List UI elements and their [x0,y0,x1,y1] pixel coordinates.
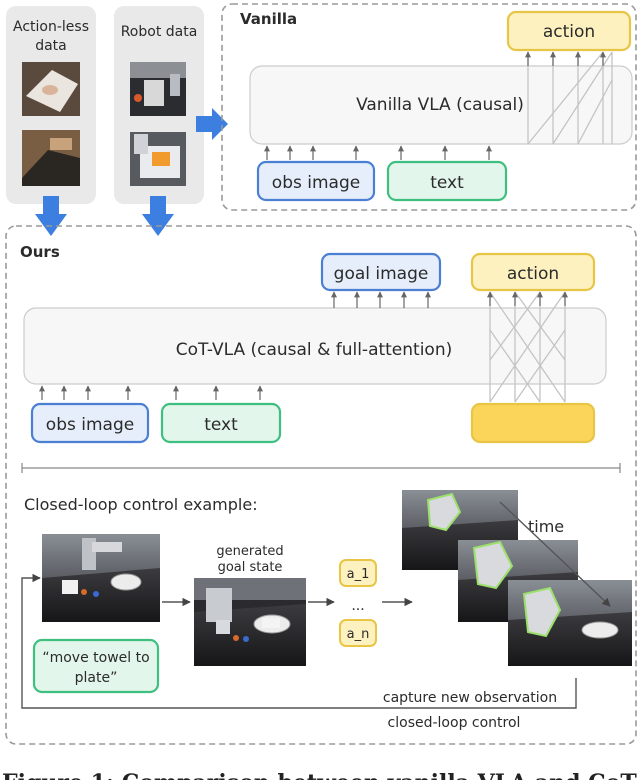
instruction-line1: “move towel to [42,650,149,666]
ours-model-block [23,307,607,385]
instruction-box [32,638,160,694]
robot-label: Robot data [121,24,198,40]
observation-photo [42,534,160,622]
actionless-label-line2: data [35,38,67,54]
vanilla-title: Vanilla [240,10,297,28]
action-token-last-label: a_n [347,627,370,642]
actionless-photo-2 [22,130,80,186]
actionless-label-line1: Action-less [13,19,89,35]
loop-label: closed-loop control [388,715,521,731]
robot-photo-1 [130,62,186,116]
vanilla-input-arrows [264,145,492,160]
time-arrow [499,501,611,607]
actionless-photo-1 [22,62,80,116]
robot-data-panel: Robot data [114,6,204,204]
vanilla-attention-lines [527,51,613,145]
vanilla-text-label: text [430,173,464,193]
figure-caption: Figure 1: Comparison between vanilla VLA… [2,770,640,780]
ours-text-box [160,402,282,444]
ours-obs-label: obs image [46,415,134,435]
ours-goal-label: goal image [334,264,429,284]
arrow-right-to-vanilla [196,108,228,140]
ours-action-box [470,252,596,292]
ours-text-label: text [204,415,238,435]
ours-input-arrows [39,385,263,400]
ours-action-arrows [487,291,568,306]
blue-arrows [35,108,228,236]
vanilla-model-block [249,65,633,145]
ours-model-label: CoT-VLA (causal & full-attention) [176,340,453,360]
vanilla-text-box [386,160,508,202]
goal-state-photo [194,578,306,666]
vanilla-model-label: Vanilla VLA (causal) [356,95,524,115]
generated-line2: goal state [218,560,283,575]
ours-attention-lines [489,291,566,403]
section-divider [21,463,621,473]
arrow-down-robot [142,196,174,236]
closed-loop-section: Closed-loop control example: “move towel… [21,490,632,731]
ours-panel: Ours goal image action CoT-VLA (causal &… [5,225,637,745]
capture-label: capture new observation [383,690,557,706]
actionless-data-panel: Action-less data [6,6,96,204]
action-token-first-label: a_1 [347,567,370,582]
ours-action-label: action [507,264,559,284]
ours-goal-box [320,252,442,292]
vanilla-panel: Vanilla Vanilla VLA (causal) action [221,3,637,211]
closed-loop-title: Closed-loop control example: [24,495,258,514]
vanilla-action-box [506,10,632,52]
instruction-line2: plate” [75,670,118,686]
action-token-last [339,619,377,647]
vanilla-obs-label: obs image [272,173,360,193]
ours-action-token-box [470,402,596,444]
time-label: time [528,517,564,536]
vanilla-action-label: action [543,22,595,42]
closed-loop-feedback-arrow [21,573,577,709]
vanilla-output-arrows [525,51,606,66]
vanilla-obs-box [256,160,376,202]
ours-goal-arrows [331,291,431,308]
execution-frame-3 [508,580,632,666]
action-dots: ... [351,598,364,614]
generated-line1: generated [216,544,283,559]
robot-photo-2 [130,132,186,186]
ours-obs-box [30,402,150,444]
action-token-first [339,559,377,587]
ours-title: Ours [20,243,60,261]
arrow-down-actionless [35,196,67,236]
